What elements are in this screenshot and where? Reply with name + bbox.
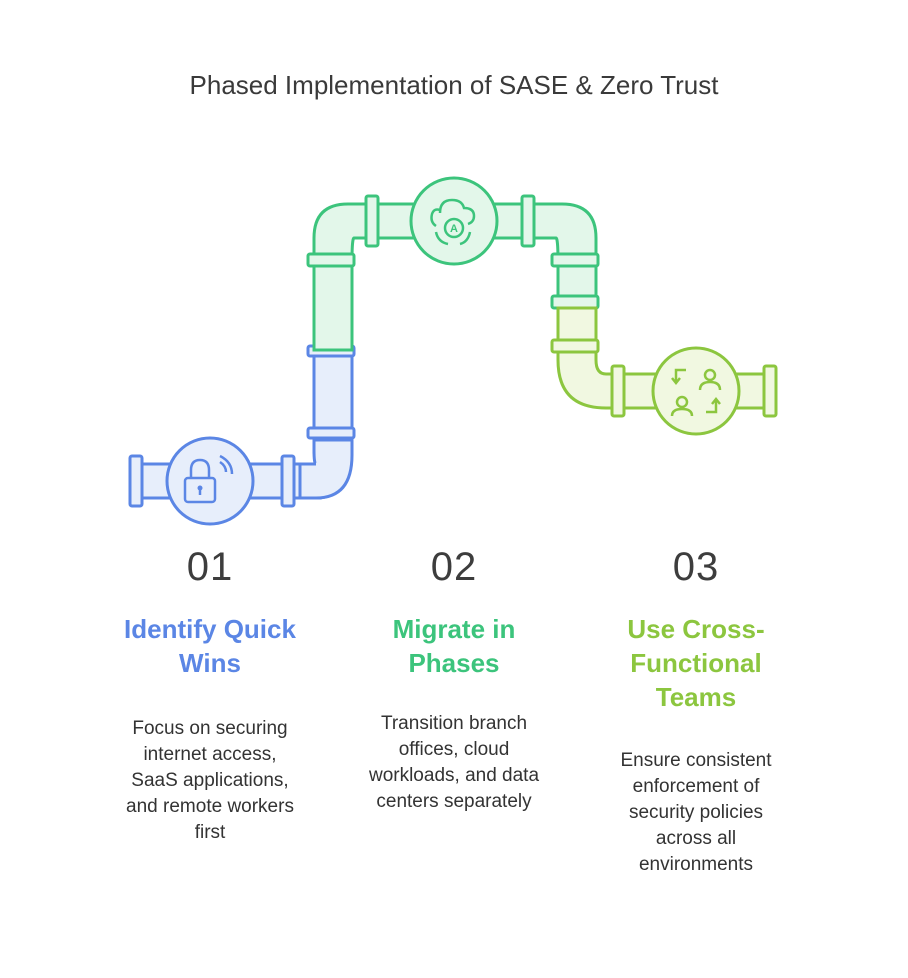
desc-line: environments (638, 854, 754, 875)
step-description: Ensure consistent enforcement of securit… (586, 748, 806, 878)
heading-line: Wins (179, 648, 241, 678)
heading-line: Use Cross- (627, 614, 765, 644)
step-description: Transition branch offices, cloud workloa… (344, 711, 564, 815)
step-1: 01 Identify Quick Wins Focus on securing… (100, 545, 320, 846)
desc-line: Focus on securing (132, 718, 288, 739)
team-swap-icon (651, 346, 741, 436)
heading-line: Teams (655, 682, 737, 712)
lock-wifi-icon (165, 436, 255, 526)
step-description: Focus on securing internet access, SaaS … (100, 716, 320, 846)
heading-line: Phases (408, 648, 500, 678)
pipe-segment-lime (550, 306, 778, 418)
desc-line: Ensure consistent (620, 750, 772, 771)
desc-line: SaaS applications, (131, 770, 289, 791)
desc-line: security policies (628, 802, 764, 823)
desc-line: across all (655, 828, 737, 849)
step-heading: Migrate in Phases (344, 612, 564, 680)
desc-line: internet access, (143, 744, 277, 765)
pipe-segment-green (306, 194, 600, 352)
cloud-sync-icon: A (409, 176, 499, 266)
desc-line: enforcement of (632, 776, 760, 797)
heading-line: Migrate in (392, 614, 516, 644)
page-title: Phased Implementation of SASE & Zero Tru… (189, 70, 719, 100)
desc-line: centers separately (376, 791, 532, 812)
svg-text:A: A (450, 223, 458, 235)
desc-line: and remote workers (126, 796, 294, 817)
desc-line: Transition branch (380, 713, 528, 734)
step-2: 02 Migrate in Phases Transition branch o… (344, 545, 564, 815)
desc-line: first (194, 822, 226, 843)
step-heading: Use Cross- Functional Teams (586, 612, 806, 714)
step-3: 03 Use Cross- Functional Teams Ensure co… (586, 545, 806, 878)
step-number: 01 (186, 545, 234, 589)
step-number: 02 (430, 545, 478, 589)
heading-line: Identify Quick (124, 614, 296, 644)
heading-line: Functional (630, 648, 762, 678)
step-heading: Identify Quick Wins (100, 612, 320, 680)
step-number: 03 (672, 545, 720, 589)
desc-line: workloads, and data (368, 765, 540, 786)
desc-line: offices, cloud (398, 739, 510, 760)
